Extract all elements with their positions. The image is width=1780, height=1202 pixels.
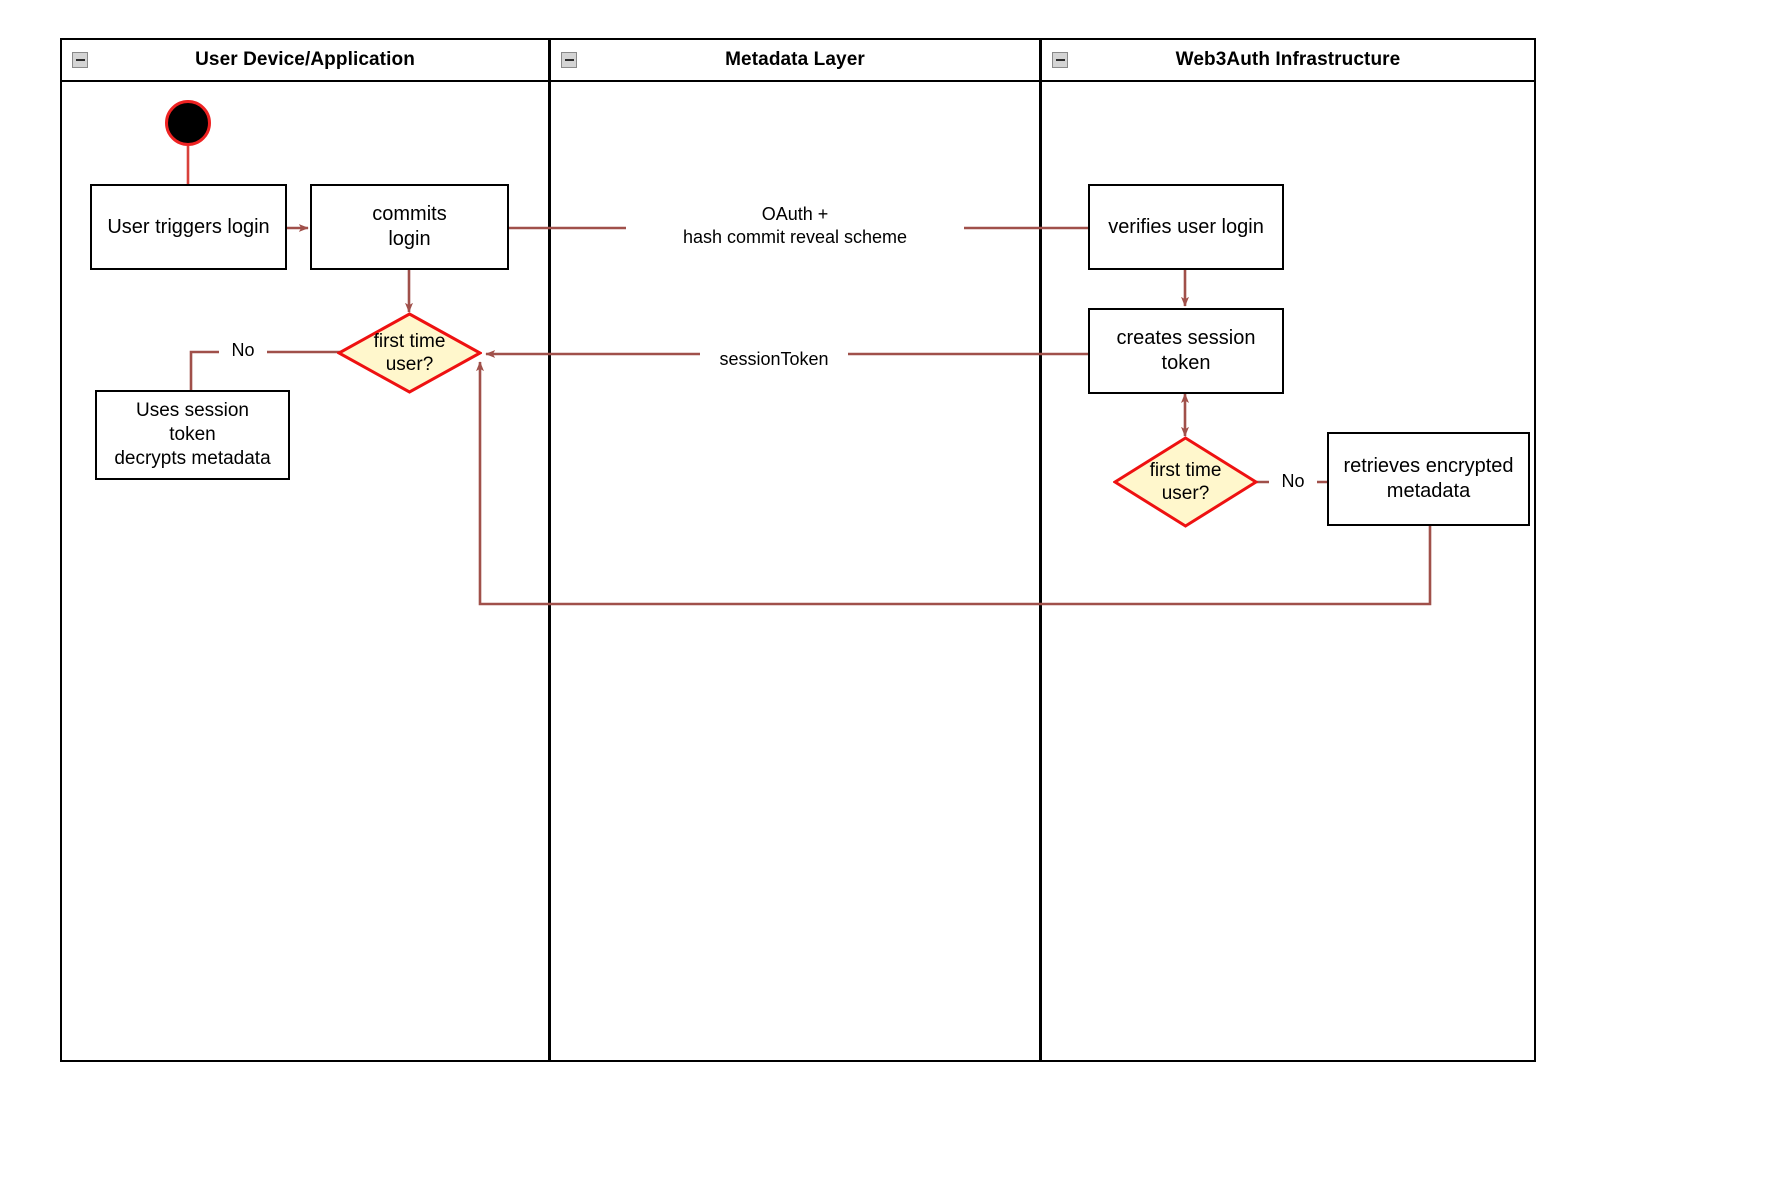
edge-label-no-left: No [219,339,267,363]
collapse-minus-icon[interactable] [1052,52,1068,68]
node-verifies-user-login[interactable]: verifies user login [1088,184,1284,270]
decision-right-label: first time user? [1149,459,1222,504]
edge-label-session-token: sessionToken [700,348,848,372]
start-node[interactable] [165,100,211,146]
edge-label-no-right: No [1269,470,1317,494]
decision-first-time-user-right[interactable]: first time user? [1113,436,1258,528]
lane-title-user-device: User Device/Application [195,49,415,70]
node-creates-session-token[interactable]: creates session token [1088,308,1284,394]
node-retrieves-encrypted-metadata[interactable]: retrieves encrypted metadata [1327,432,1530,526]
collapse-minus-icon[interactable] [72,52,88,68]
lane-title-web3auth: Web3Auth Infrastructure [1175,49,1401,70]
decision-diamond-shape [337,312,482,394]
decision-left-label: first time user? [373,330,446,375]
lane-body-web3auth [1040,80,1536,1062]
decision-first-time-user-left[interactable]: first time user? [337,312,482,394]
node-uses-session-token[interactable]: Uses session token decrypts metadata [95,390,290,480]
node-user-triggers-login[interactable]: User triggers login [90,184,287,270]
lane-header-metadata-layer[interactable]: Metadata Layer [549,38,1041,82]
lane-title-metadata-layer: Metadata Layer [725,49,865,70]
edge-label-oauth: OAuth + hash commit reveal scheme [626,203,964,250]
decision-diamond-shape [1113,436,1258,528]
node-commits-login[interactable]: commits login [310,184,509,270]
lane-header-user-device[interactable]: User Device/Application [60,38,550,82]
collapse-minus-icon[interactable] [561,52,577,68]
